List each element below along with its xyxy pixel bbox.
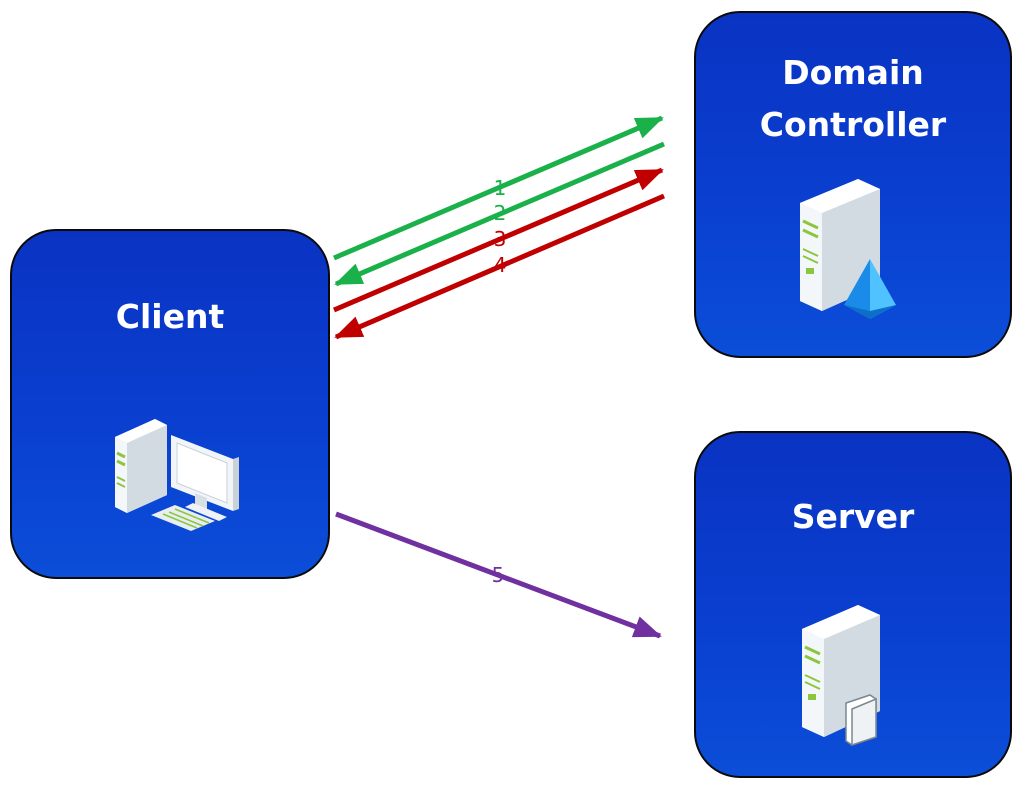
server-node: Server — [694, 431, 1012, 778]
step-3-label: 3 — [494, 227, 507, 251]
step-5-label: 5 — [492, 563, 505, 587]
computer-icon — [115, 419, 239, 531]
server-title: Server — [791, 497, 915, 536]
step-1-label: 1 — [494, 176, 507, 200]
client-title: Client — [115, 297, 225, 336]
domain-controller-title-line2: Controller — [759, 105, 947, 144]
domain-controller-title-line1: Domain — [782, 53, 924, 92]
step-2-arrow — [334, 141, 665, 287]
step-2-label: 2 — [494, 201, 507, 225]
client-node: Client — [10, 229, 330, 579]
step-4-label: 4 — [494, 253, 507, 277]
step-1-arrow — [333, 115, 664, 261]
step-5-arrow — [335, 511, 662, 639]
file-server-icon — [802, 605, 880, 747]
step-4-arrow — [334, 193, 665, 340]
step-3-arrow — [333, 167, 664, 313]
server-directory-icon — [800, 179, 896, 319]
domain-controller-node: Domain Controller — [694, 11, 1012, 358]
